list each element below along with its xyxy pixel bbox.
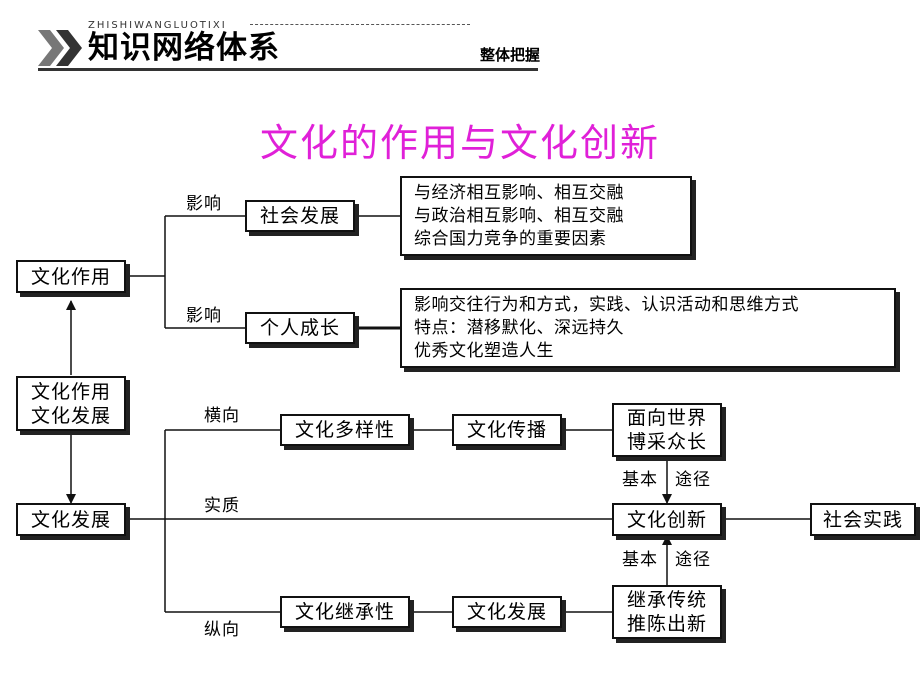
personal-description-line: 影响交往行为和方式，实践、认识活动和思维方式 [414, 295, 799, 315]
influence-label-top: 影响 [186, 194, 222, 214]
social-description-line: 与经济相互影响、相互交融 [414, 183, 624, 203]
role-and-development-line-1: 文化作用 [30, 380, 111, 403]
inherit-innovate-node: 继承传统 推陈出新 [612, 585, 722, 639]
inherit-innovate-line-1: 继承传统 [626, 589, 707, 611]
face-world-line-1: 面向世界 [626, 407, 707, 429]
social-practice-node: 社会实践 [810, 503, 916, 536]
path-label-top: 途径 [675, 470, 711, 490]
cultural-transmission-node: 文化传播 [452, 414, 562, 446]
cultural-diversity-node: 文化多样性 [280, 414, 410, 446]
personal-description-line: 优秀文化塑造人生 [414, 341, 554, 361]
social-description-line: 综合国力竞争的重要因素 [414, 229, 607, 249]
social-development-description: 与经济相互影响、相互交融 与政治相互影响、相互交融 综合国力竞争的重要因素 [400, 176, 692, 256]
header-underline [38, 68, 538, 71]
vertical-label: 纵向 [204, 620, 240, 640]
cultural-development-node-2: 文化发展 [452, 596, 562, 628]
header-pinyin: ZHISHIWANGLUOTIXI [88, 20, 227, 31]
header-dashed-line [250, 24, 470, 25]
header: ZHISHIWANGLUOTIXI 知识网络体系 整体把握 [0, 0, 920, 80]
influence-label-bottom: 影响 [186, 306, 222, 326]
inherit-innovate-line-2: 推陈出新 [626, 613, 707, 635]
role-and-development-node: 文化作用 文化发展 [16, 376, 126, 431]
path-label-bottom: 途径 [675, 550, 711, 570]
personal-description-line: 特点：潜移默化、深远持久 [414, 318, 624, 338]
essence-label: 实质 [204, 496, 240, 516]
header-title: 知识网络体系 [88, 30, 280, 66]
social-development-node: 社会发展 [245, 200, 355, 232]
role-and-development-line-2: 文化发展 [30, 404, 111, 427]
cultural-innovation-node: 文化创新 [612, 503, 722, 536]
chevron-icon [38, 30, 82, 66]
personal-growth-description: 影响交往行为和方式，实践、认识活动和思维方式 特点：潜移默化、深远持久 优秀文化… [400, 288, 896, 368]
culture-role-node: 文化作用 [16, 260, 126, 293]
header-subtitle: 整体把握 [480, 46, 541, 64]
culture-development-node: 文化发展 [16, 503, 126, 536]
basic-label-top: 基本 [622, 470, 658, 490]
cultural-inheritance-node: 文化继承性 [280, 596, 410, 628]
social-description-line: 与政治相互影响、相互交融 [414, 206, 624, 226]
diagram-title: 文化的作用与文化创新 [259, 121, 660, 165]
face-world-line-2: 博采众长 [626, 431, 707, 453]
basic-label-bottom: 基本 [622, 550, 658, 570]
personal-growth-node: 个人成长 [245, 312, 355, 344]
horizontal-label: 横向 [204, 406, 240, 426]
face-world-node: 面向世界 博采众长 [612, 403, 722, 457]
